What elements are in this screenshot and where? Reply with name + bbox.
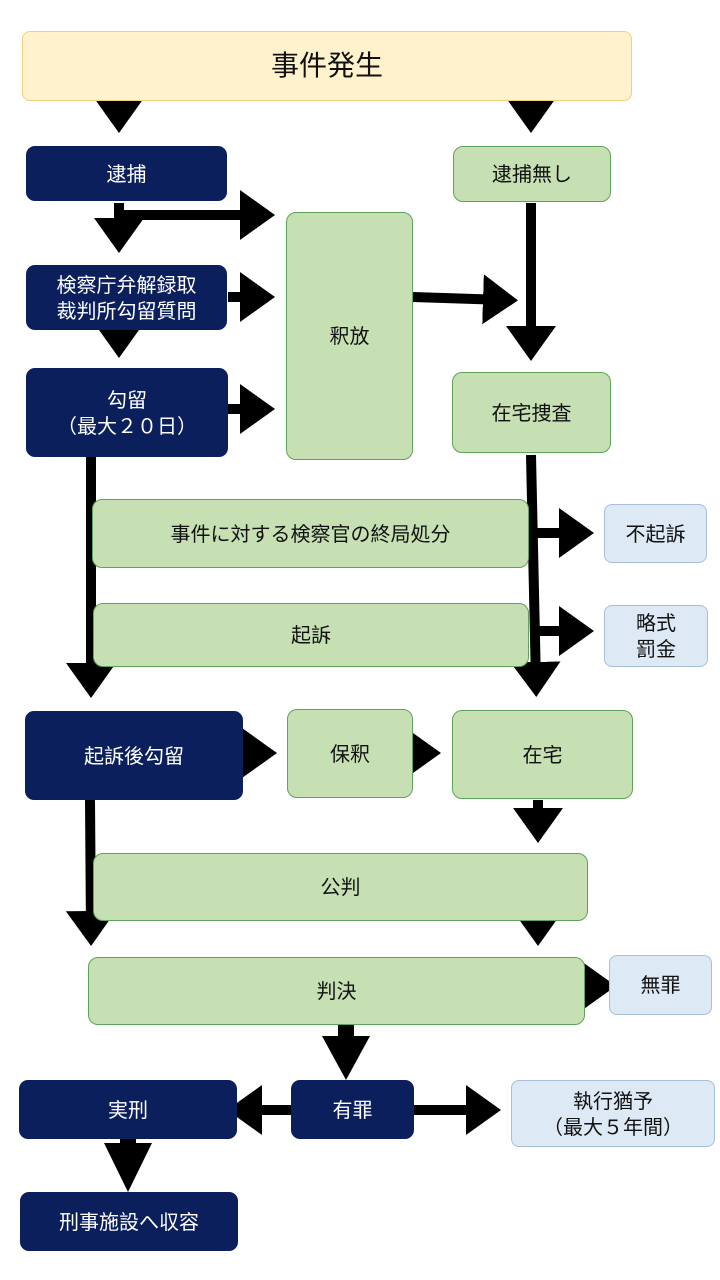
node-at-home: 在宅 — [452, 710, 633, 799]
node-prosecutor-review: 検察庁弁解録取 裁判所勾留質問 — [26, 265, 227, 330]
arrow-judgment-to-guilty — [338, 1024, 354, 1038]
node-incarceration: 刑事施設へ収容 — [20, 1192, 238, 1251]
arrow-home-to-at-home — [510, 454, 561, 697]
arrow-post-indictment-to-judgment — [65, 799, 116, 946]
node-judgment: 判決 — [88, 957, 585, 1025]
node-final-disposition: 事件に対する検察官の終局処分 — [92, 499, 529, 568]
node-indictment: 起訴 — [93, 603, 529, 667]
node-suspended-sentence: 執行猶予 （最大５年間） — [511, 1080, 715, 1147]
node-bail: 保釈 — [287, 709, 413, 798]
node-release: 釈放 — [286, 212, 413, 460]
node-no-arrest: 逮捕無し — [453, 146, 611, 202]
node-not-guilty: 無罪 — [609, 955, 712, 1015]
node-prison-sentence: 実刑 — [19, 1080, 237, 1139]
node-incident: 事件発生 — [22, 31, 632, 101]
node-home-investigation: 在宅捜査 — [452, 372, 611, 453]
arrow-release-to-home-investigation — [412, 274, 518, 325]
node-non-prosecution: 不起訴 — [604, 504, 707, 563]
node-arrest: 逮捕 — [26, 146, 227, 201]
node-guilty: 有罪 — [291, 1080, 414, 1139]
node-summary-fine: 略式 罰金 — [604, 605, 708, 667]
node-public-trial: 公判 — [93, 853, 588, 921]
node-detention: 勾留 （最大２０日） — [26, 368, 228, 457]
node-post-indictment-detention: 起訴後勾留 — [25, 711, 243, 800]
